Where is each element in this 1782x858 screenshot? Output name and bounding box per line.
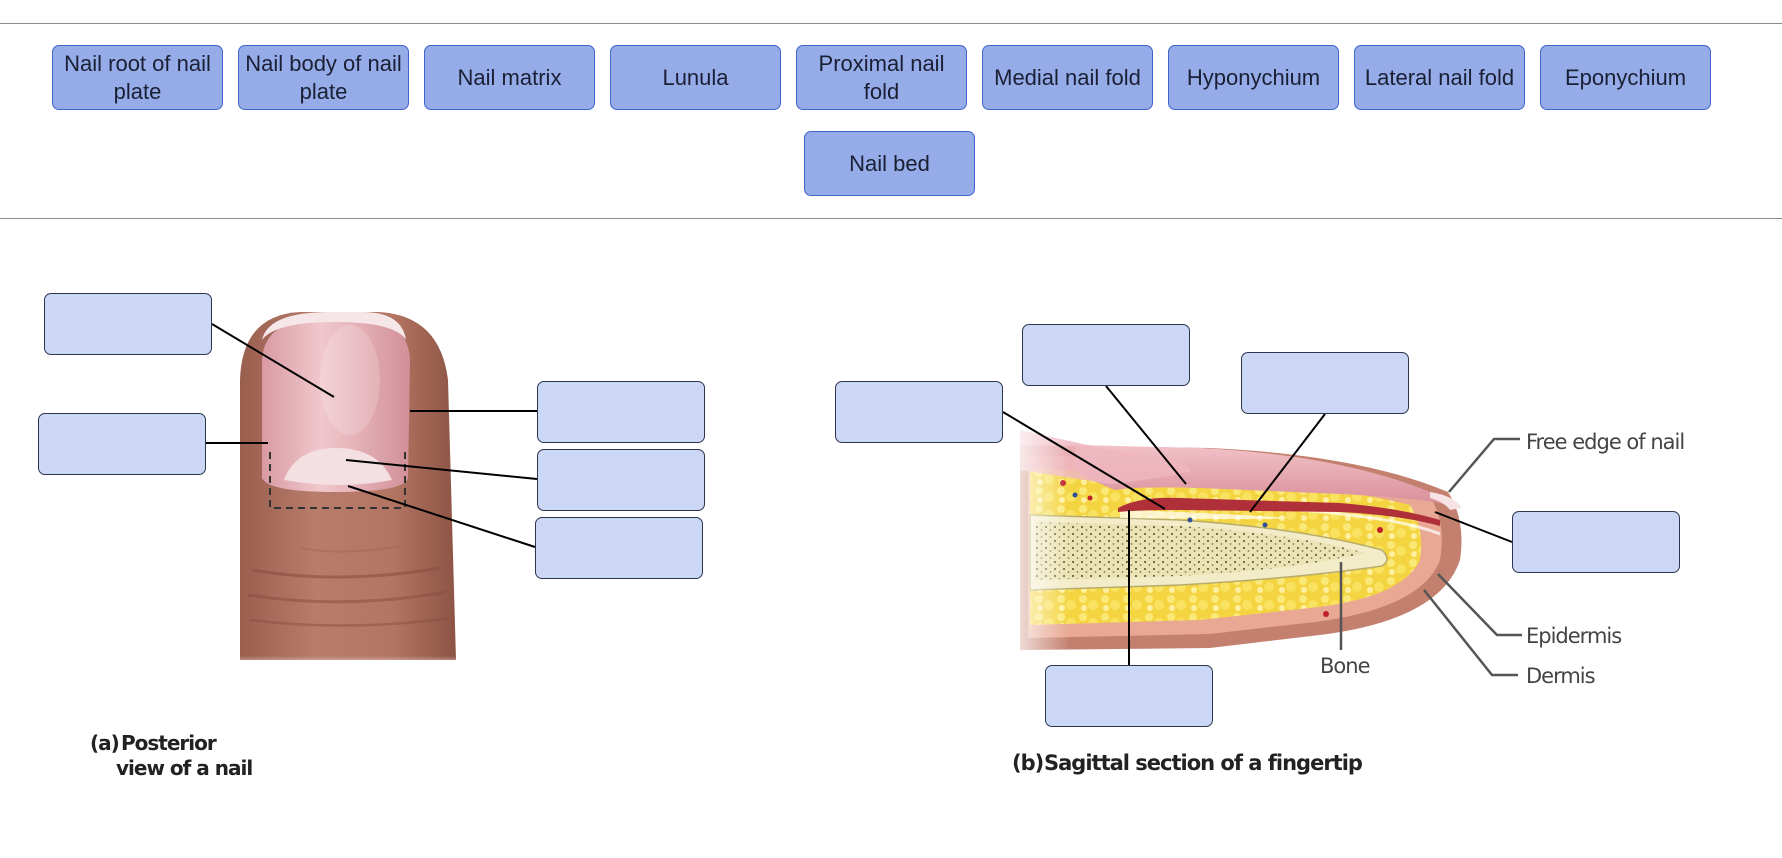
label-chip-nail-body[interactable]: Nail body of nail plate — [238, 45, 409, 110]
drop-target-b-right[interactable] — [1512, 511, 1680, 573]
lunula-shape — [284, 448, 392, 485]
label-chip-lateral-nail-fold[interactable]: Lateral nail fold — [1354, 45, 1525, 110]
label-chip-nail-matrix[interactable]: Nail matrix — [424, 45, 595, 110]
label-chip-lunula[interactable]: Lunula — [610, 45, 781, 110]
drop-target-b-left[interactable] — [835, 381, 1003, 443]
label-chip-medial-nail-fold[interactable]: Medial nail fold — [982, 45, 1153, 110]
label-bank: Nail root of nail plate Nail body of nai… — [0, 23, 1782, 217]
label-chip-eponychium[interactable]: Eponychium — [1540, 45, 1711, 110]
nail-root-outline — [269, 452, 406, 509]
figure-b-caption-text: Sagittal section of a fingertip — [1044, 751, 1363, 775]
figure-a-caption-line2: view of a nail — [116, 756, 252, 780]
fingertip-sagittal-illustration — [1000, 420, 1462, 660]
drop-target-a-right-2[interactable] — [537, 449, 705, 511]
free-edge-section — [1430, 492, 1462, 510]
figure-a-caption-line1: Posterior — [121, 731, 217, 755]
label-bone: Bone — [1320, 654, 1370, 678]
free-edge-shape — [262, 312, 406, 340]
figure-a-caption-letter: (a) — [90, 731, 119, 755]
label-chip-hyponychium[interactable]: Hyponychium — [1168, 45, 1339, 110]
nail-bed-shape — [1118, 497, 1440, 526]
drop-target-b-bottom[interactable] — [1045, 665, 1213, 727]
figure-b-leader-lines — [1002, 385, 1513, 665]
label-chip-proximal-nail-fold[interactable]: Proximal nail fold — [796, 45, 967, 110]
label-chip-nail-bed[interactable]: Nail bed — [804, 131, 975, 196]
label-epidermis: Epidermis — [1526, 624, 1621, 648]
figure-b-caption-letter: (b) — [1012, 751, 1043, 775]
drop-target-b-upper-right[interactable] — [1241, 352, 1409, 414]
drop-target-a-right-1[interactable] — [537, 381, 705, 443]
bank-divider — [0, 218, 1782, 219]
label-dermis: Dermis — [1526, 664, 1595, 688]
top-divider — [0, 23, 1782, 24]
figure-a-leader-lines — [206, 323, 538, 548]
drop-target-b-upper-center[interactable] — [1022, 324, 1190, 386]
figure-b-printed-leaders — [1339, 437, 1522, 677]
drop-target-a-right-3[interactable] — [535, 517, 703, 579]
label-chip-nail-root[interactable]: Nail root of nail plate — [52, 45, 223, 110]
label-free-edge-of-nail: Free edge of nail — [1526, 430, 1684, 454]
finger-posterior-illustration — [236, 312, 461, 670]
drop-target-a-top-left[interactable] — [44, 293, 212, 355]
drop-target-a-mid-left[interactable] — [38, 413, 206, 475]
nail-plate-shape — [262, 318, 410, 492]
